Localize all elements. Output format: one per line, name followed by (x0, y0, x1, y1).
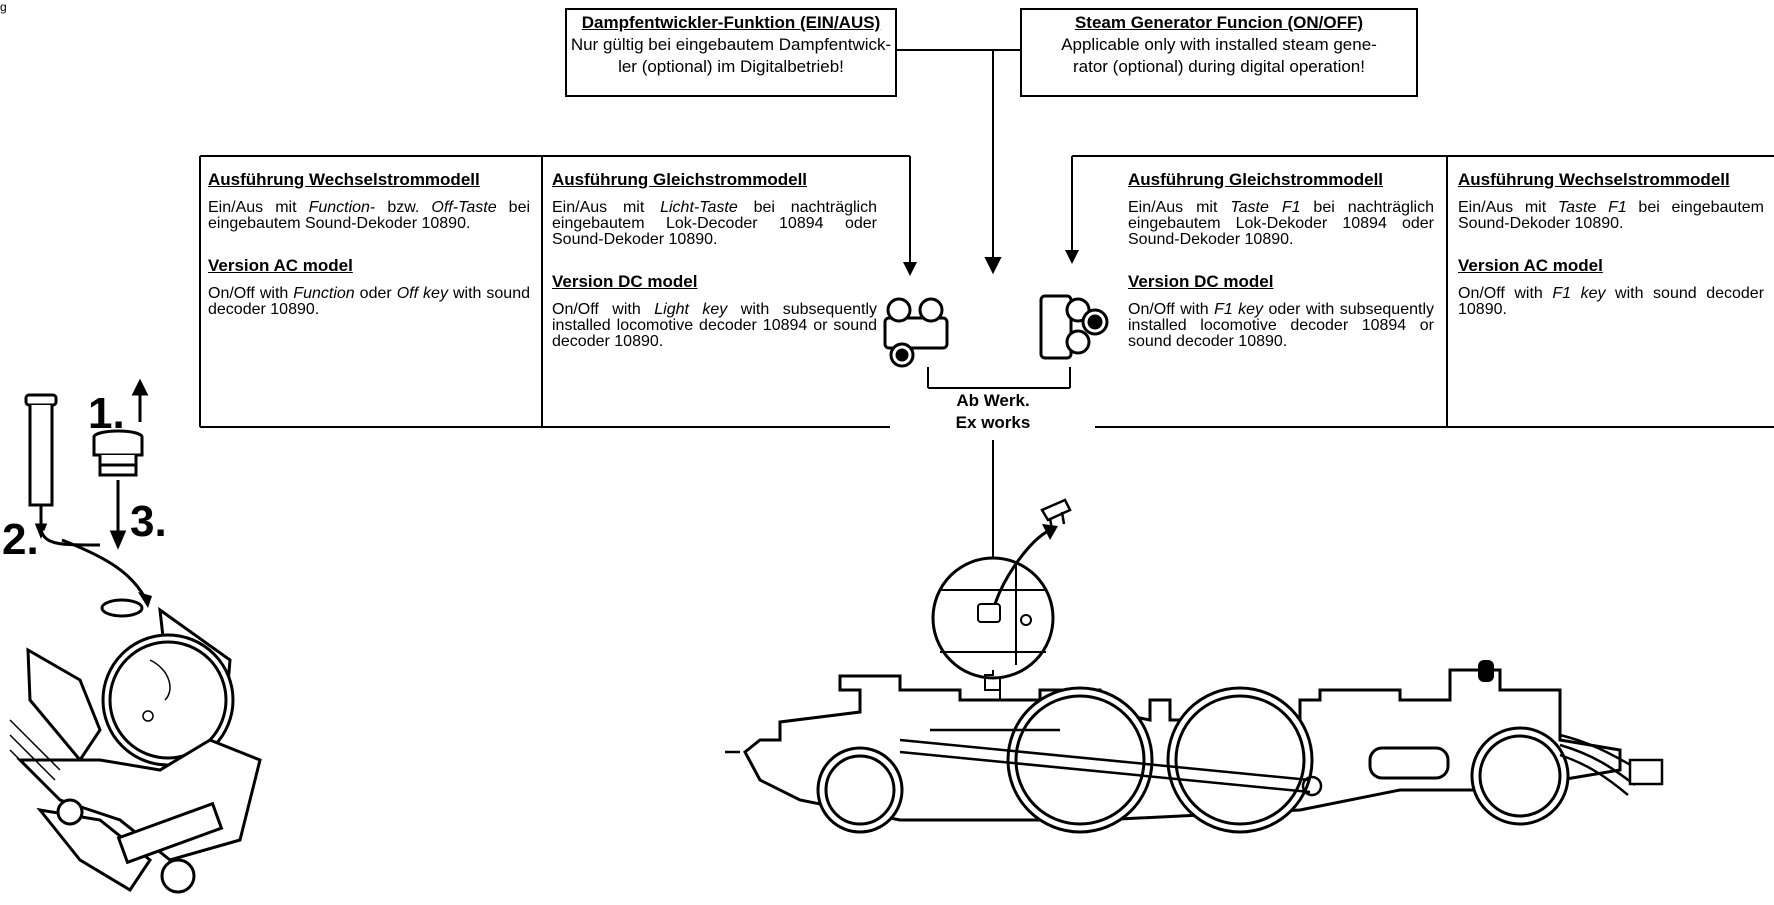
text-part: On/Off with (208, 285, 294, 302)
steam-title-de: Dampfentwickler-Funktion (EIN/AUS) (581, 13, 881, 32)
left-ac-column: Ausführung Wechselstrommodell Ein/Aus mi… (208, 170, 530, 318)
left-ac-heading-en: Version AC model (208, 256, 353, 275)
text-part: bei nachträglich eingebautem Lok-Decoder… (552, 199, 878, 248)
switch-left-icon (883, 297, 949, 368)
left-ac-text-de: Ein/Aus mit Function- bzw. Off-Taste bei… (208, 200, 530, 232)
page-marker: g (0, 0, 7, 14)
left-dc-heading-de: Ausführung Gleichstrommodell (552, 170, 808, 189)
text-part: with sound decoder 10890. (1458, 285, 1765, 318)
text-part: On/Off with (1458, 285, 1553, 302)
step-2-label: 2. (2, 515, 39, 564)
text-part: Light key (654, 301, 728, 318)
right-ac-text-en: On/Off with F1 key with sound decoder 10… (1458, 286, 1764, 318)
left-dc-text-en: On/Off with Light key with subsequently … (552, 302, 877, 350)
clip-icon (1040, 498, 1072, 531)
text-part: Ein/Aus mit (1128, 199, 1231, 216)
steam-function-box-de: Dampfentwickler-Funktion (EIN/AUS) Nur g… (565, 8, 897, 97)
steam-line2-de: ler (optional) im Digitalbetrieb! (618, 57, 844, 76)
text-part: oder (354, 285, 397, 302)
ex-works-label: Ab Werk. Ex works (938, 390, 1048, 434)
text-part: Taste F1 (1557, 199, 1627, 216)
locomotive-boiler-icon (16, 598, 262, 894)
text-part: - bzw. (369, 199, 432, 216)
steam-line2-en: rator (optional) during digital operatio… (1072, 57, 1365, 76)
text-part: Off-Taste (431, 199, 497, 216)
text-part: oder with subsequently installed locomot… (1128, 301, 1434, 350)
text-part: with subsequently installed locomotive d… (552, 301, 877, 350)
text-part: bei nachträglich eingebautem Lok-Dekoder… (1128, 199, 1434, 248)
steam-title-en: Steam Generator Funcion (ON/OFF) (1074, 13, 1364, 32)
left-dc-heading-en: Version DC model (552, 272, 698, 291)
right-dc-text-de: Ein/Aus mit Taste F1 bei nachträglich ei… (1128, 200, 1434, 248)
text-part: Ein/Aus mit (1458, 199, 1558, 216)
text-part: F1 key (1214, 301, 1264, 318)
right-dc-column: Ausführung Gleichstrommodell Ein/Aus mit… (1128, 170, 1434, 350)
locomotive-chassis-icon (743, 668, 1622, 834)
text-part: Function (308, 199, 370, 216)
text-part: with sound decoder 10890. (208, 285, 531, 318)
syringe-icon (24, 393, 101, 547)
text-part: Off key (396, 285, 448, 302)
step-3-label: 3. (130, 497, 167, 546)
right-dc-text-en: On/Off with F1 key oder with subsequentl… (1128, 302, 1434, 350)
chimney-plug-icon (92, 429, 144, 477)
text-part: bei eingebautem Sound-Dekoder 10890. (208, 199, 531, 232)
steam-line1-en: Applicable only with installed steam gen… (1061, 35, 1377, 54)
left-ac-text-en: On/Off with Function oder Off key with s… (208, 286, 530, 318)
text-part: Taste F1 (1230, 199, 1301, 216)
text-part: Function (293, 285, 355, 302)
ex-works-de: Ab Werk. (956, 391, 1030, 410)
left-dc-text-de: Ein/Aus mit Licht-Taste bei nachträglich… (552, 200, 877, 248)
text-part: Ein/Aus mit (552, 199, 661, 216)
right-dc-heading-de: Ausführung Gleichstrommodell (1128, 170, 1384, 189)
steam-function-box-en: Steam Generator Funcion (ON/OFF) Applica… (1020, 8, 1418, 97)
right-ac-heading-en: Version AC model (1458, 256, 1603, 275)
steam-line1-de: Nur gültig bei eingebautem Dampfentwick- (570, 35, 892, 54)
ex-works-en: Ex works (955, 413, 1031, 432)
text-part: On/Off with (552, 301, 655, 318)
text-part: On/Off with (1128, 301, 1215, 318)
right-ac-column: Ausführung Wechselstrommodell Ein/Aus mi… (1458, 170, 1764, 318)
right-ac-text-de: Ein/Aus mit Taste F1 bei eingebautem Sou… (1458, 200, 1764, 232)
switch-right-icon (1039, 294, 1109, 360)
right-ac-heading-de: Ausführung Wechselstrommodell (1458, 170, 1730, 189)
right-dc-heading-en: Version DC model (1128, 272, 1274, 291)
text-part: Ein/Aus mit (208, 199, 309, 216)
left-dc-column: Ausführung Gleichstrommodell Ein/Aus mit… (552, 170, 877, 350)
left-ac-heading-de: Ausführung Wechselstrommodell (208, 170, 480, 189)
step-1-label: 1. (88, 389, 125, 438)
text-part: Licht-Taste (660, 199, 738, 216)
text-part: bei eingebautem Sound-Dekoder 10890. (1458, 199, 1764, 232)
text-part: F1 key (1552, 285, 1606, 302)
